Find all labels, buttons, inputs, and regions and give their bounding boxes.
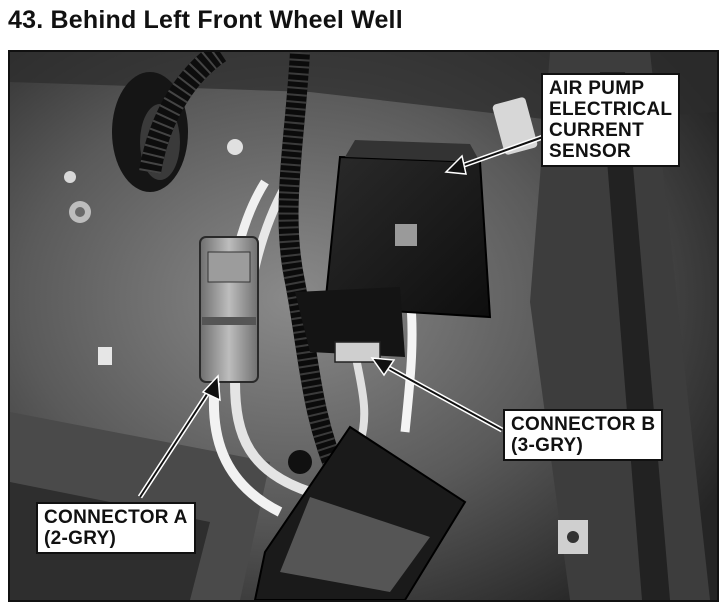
sensor-mount <box>295 287 405 357</box>
right-bracket <box>530 52 710 600</box>
wire-harness <box>278 52 350 486</box>
callout-line: AIR PUMP <box>549 78 645 99</box>
right-bracket-edge <box>600 72 670 600</box>
stud <box>64 171 76 183</box>
connector-a-band <box>202 317 256 325</box>
stud <box>227 139 243 155</box>
callout-line: CONNECTOR B <box>511 414 656 435</box>
arrowhead-connector-a <box>201 374 221 402</box>
arrowhead-connector-b <box>370 357 396 377</box>
callout-line: ELECTRICAL <box>549 99 673 120</box>
bolt <box>75 207 85 217</box>
grommet-small <box>288 450 312 474</box>
callout-line: (3-GRY) <box>511 435 584 456</box>
leader-arrow-air-pump-core <box>449 136 544 171</box>
lower-clip-hole <box>567 531 579 543</box>
hose-clip <box>492 97 538 155</box>
sensor-label-plate <box>395 224 417 246</box>
callout-line: CURRENT <box>549 120 644 141</box>
callout-air-pump-sensor: AIR PUMP ELECTRICAL CURRENT SENSOR <box>541 73 681 167</box>
callout-connector-a: CONNECTOR A (2-GRY) <box>36 502 196 554</box>
white-wire <box>230 381 312 497</box>
white-wire <box>208 381 283 517</box>
sensor-top <box>345 140 480 162</box>
leader-arrow-connector-b-core <box>377 361 503 431</box>
callout-line: (2-GRY) <box>44 528 117 549</box>
connector-a-latch <box>207 251 251 283</box>
callout-line: SENSOR <box>549 141 632 162</box>
connector-b-body <box>334 341 381 363</box>
callout-line: CONNECTOR A <box>44 507 188 528</box>
relay-bracket-face <box>280 497 430 592</box>
wire-loom-top-ribs <box>139 52 227 174</box>
leader-arrow-connector-a-core <box>139 381 216 498</box>
arrowhead-air-pump <box>444 154 467 175</box>
figure-title: 43. Behind Left Front Wheel Well <box>8 6 403 34</box>
clip <box>98 347 112 365</box>
callout-connector-b: CONNECTOR B (3-GRY) <box>503 409 664 461</box>
